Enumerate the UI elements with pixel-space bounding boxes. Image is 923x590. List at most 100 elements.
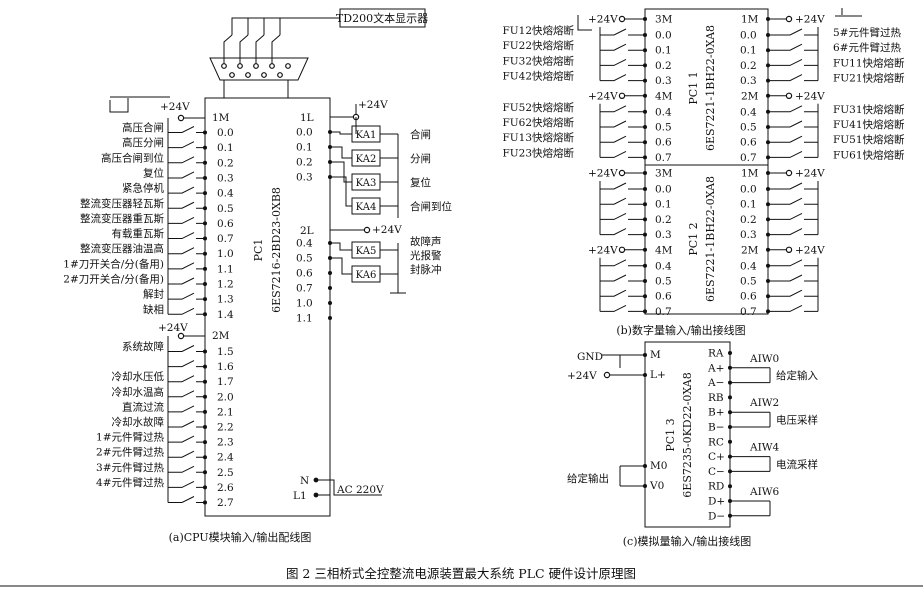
cpu-input-addr: 0.7 <box>217 233 234 245</box>
digital-addr: 0.4 <box>655 106 672 118</box>
switch-contact <box>600 228 645 236</box>
digital-label: FU12快熔熔断 <box>503 24 575 37</box>
cpu-input-addr: 1.7 <box>217 376 234 388</box>
switch-contact <box>600 43 645 51</box>
digital-common: 4M <box>655 244 673 256</box>
switch-contact <box>600 135 645 143</box>
terminal-dot <box>643 202 647 207</box>
analog-pin: B− <box>708 422 725 434</box>
aiw-wire <box>730 456 771 472</box>
cpu-box <box>204 97 331 517</box>
cpu-model-label: 6ES7216-2BD23-0XB8 <box>270 187 283 313</box>
cpu-caption: (a)CPU模块输入/输出配线图 <box>169 530 312 544</box>
cpu-input-desc: 整流变压器重瓦斯 <box>80 212 164 225</box>
cpu-input-desc: 紧急停机 <box>122 182 164 195</box>
switch-contact <box>168 277 205 285</box>
relay-label: KA2 <box>356 154 377 165</box>
terminal-dot <box>728 395 732 400</box>
digital-supply: +24V <box>795 90 825 102</box>
terminal-dot <box>643 63 647 68</box>
analog-signal: 给定输入 <box>776 369 818 382</box>
terminal-dot <box>203 440 207 445</box>
terminal-dot <box>203 500 207 505</box>
ground-symbol <box>109 98 129 113</box>
switch-contact <box>168 420 205 428</box>
supply-terminal <box>618 169 626 177</box>
switch-contact <box>600 182 645 190</box>
switch-contact <box>768 135 818 143</box>
output-wire <box>330 146 352 159</box>
cpu-input-desc: 复位 <box>143 166 164 179</box>
td200-label: TD200文本显示器 <box>336 11 428 25</box>
cpu-input-desc: 有载重瓦斯 <box>112 227 165 240</box>
terminal-dot <box>203 160 207 165</box>
analog-box <box>644 341 731 528</box>
switch-contact <box>768 274 818 282</box>
terminal-dot <box>643 171 647 175</box>
cpu-input-addr: 2.2 <box>217 422 234 434</box>
terminal-dot <box>203 312 207 317</box>
terminal-dot <box>203 175 207 180</box>
switch-contact <box>168 375 205 383</box>
terminal-dot <box>203 455 207 460</box>
cpu-input-desc: 高压分闸 <box>122 136 164 149</box>
aiw-label: AIW4 <box>749 442 780 454</box>
switch-contact <box>600 289 645 297</box>
switch-contact <box>168 247 205 255</box>
digital-addr: 0.3 <box>655 75 672 87</box>
switch-contact <box>768 120 818 128</box>
aiw-label: AIW2 <box>749 397 779 409</box>
cpu-power-label: AC 220V <box>336 484 384 496</box>
terminal-dot <box>203 206 207 211</box>
terminal-dot <box>203 485 207 490</box>
supply-terminal <box>618 15 626 23</box>
relay-label: KA1 <box>356 130 377 141</box>
switch-contact <box>168 126 205 133</box>
terminal-dot <box>203 394 207 399</box>
digital-addr: 0.5 <box>740 276 757 288</box>
switch-contact <box>600 28 645 36</box>
cpu-input-desc: 冷却水压低 <box>112 370 165 383</box>
terminal-dot <box>203 470 207 475</box>
dig2-module-label: PC1 2 <box>687 222 700 255</box>
analog-pin: A+ <box>707 362 724 374</box>
terminal-dot <box>643 17 647 21</box>
analog-out-label: 给定输出 <box>567 472 609 485</box>
switch-contact <box>600 74 645 82</box>
switch-contact <box>768 304 818 312</box>
terminal-dot <box>643 125 647 129</box>
cpu-input-desc: 高压合闸到位 <box>101 151 164 164</box>
cpu-input-addr: 1.4 <box>217 309 234 321</box>
digital-label: FU32快熔熔断 <box>503 54 575 67</box>
analog-supply: +24V <box>567 370 597 382</box>
switch-contact <box>168 216 205 224</box>
digital-addr: 0.2 <box>740 60 757 72</box>
switch-contact <box>600 212 645 220</box>
switch-contact <box>168 435 205 443</box>
cpu-input-desc: 3#元件臂过热 <box>96 461 164 474</box>
digital-label: FU11快熔熔断 <box>833 56 905 69</box>
digital-common: 2M <box>741 90 759 102</box>
cpu-supply-1: +24V <box>160 101 190 113</box>
digital-addr: 0.5 <box>655 122 672 134</box>
dig2-model: 6ES7221-1BH22-0XA8 <box>704 176 717 302</box>
switch-contact <box>168 465 205 473</box>
terminal-dot <box>643 294 647 299</box>
switch-contact <box>600 259 645 267</box>
terminal-dot <box>643 155 647 160</box>
digital-label: FU22快熔熔断 <box>503 39 575 52</box>
supply-terminal <box>785 15 793 23</box>
cpu-output-desc: 合闸到位 <box>410 200 452 213</box>
switch-contact <box>768 58 818 66</box>
digital-addr: 0.1 <box>740 199 757 211</box>
switch-contact <box>168 156 205 164</box>
cpu-input-desc: 缺相 <box>143 303 164 316</box>
cpu-out-common-1l: 1L <box>300 112 314 124</box>
digital-addr: 0.0 <box>740 184 757 196</box>
cpu-input-desc: 2#元件臂过热 <box>96 446 164 459</box>
supply-terminal <box>785 246 793 253</box>
analog-pin-v0: V0 <box>649 480 664 492</box>
digital-common: 1M <box>741 14 759 26</box>
